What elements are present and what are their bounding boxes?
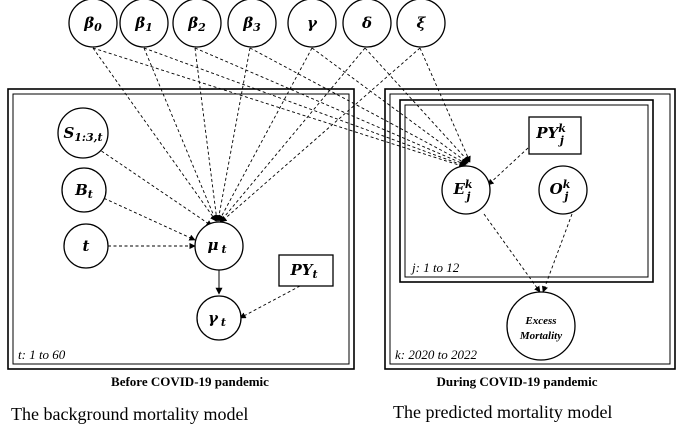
- right-inner-plate: [399, 99, 654, 283]
- right-inner-plate-inner-border: [404, 104, 649, 278]
- param-to-mu-edges: [92, 47, 421, 223]
- left-model-title: The background mortality model: [11, 404, 248, 424]
- svg-text:γ: γ: [307, 14, 318, 32]
- node-excess-mortality: Excess Mortality: [506, 291, 576, 361]
- node-xi: ξ: [396, 0, 446, 48]
- svg-text:γt: γt: [208, 309, 226, 329]
- edge-o-to-excess: [542, 213, 573, 293]
- node-gamma: γ: [287, 0, 337, 48]
- inner-range-label: j: 1 to 12: [410, 260, 460, 275]
- svg-text:Okj: Okj: [550, 178, 571, 203]
- edge-py-to-y: [239, 285, 301, 319]
- node-py-t: PYt: [278, 254, 334, 287]
- param-to-e-edges: [92, 47, 471, 169]
- left-plate: [7, 88, 355, 370]
- edge-b-to-mu: [98, 195, 196, 241]
- node-t: t: [63, 223, 109, 269]
- svg-text:μt: μt: [207, 236, 226, 256]
- right-caption: During COVID-19 pandemic: [436, 374, 597, 389]
- svg-text:β0: β0: [83, 14, 102, 34]
- node-beta3: β3: [227, 0, 277, 48]
- edge-s-to-mu: [96, 147, 213, 227]
- node-beta1: β1: [119, 0, 169, 48]
- svg-text:S1:3,t: S1:3,t: [63, 124, 102, 144]
- svg-text:Ekj: Ekj: [452, 178, 472, 203]
- svg-text:β1: β1: [134, 14, 153, 34]
- node-beta0: β0: [68, 0, 118, 48]
- node-delta: δ: [342, 0, 392, 48]
- outer-range-label: k: 2020 to 2022: [395, 347, 477, 362]
- svg-text:ξ: ξ: [417, 14, 427, 32]
- left-range-label: t: 1 to 60: [18, 347, 66, 362]
- right-outer-plate: [384, 88, 676, 370]
- svg-text:Excess: Excess: [524, 315, 556, 327]
- left-plate-inner-border: [12, 93, 350, 365]
- edge-py-to-e: [487, 147, 529, 186]
- right-model-title: The predicted mortality model: [393, 402, 612, 422]
- svg-text:Bt: Bt: [74, 181, 93, 201]
- svg-text:Mortality: Mortality: [519, 330, 562, 342]
- left-caption: Before COVID-19 pandemic: [111, 374, 269, 389]
- svg-text:t: t: [83, 237, 90, 255]
- node-b: Bt: [61, 167, 107, 213]
- svg-text:PYt: PYt: [289, 261, 317, 281]
- edge-e-to-excess: [483, 213, 541, 293]
- node-beta2: β2: [172, 0, 222, 48]
- svg-text:β3: β3: [242, 14, 261, 34]
- right-outer-plate-inner-border: [389, 93, 671, 365]
- node-s: S1:3,t: [57, 107, 109, 159]
- svg-text:β2: β2: [187, 14, 206, 34]
- svg-text:δ: δ: [361, 14, 372, 32]
